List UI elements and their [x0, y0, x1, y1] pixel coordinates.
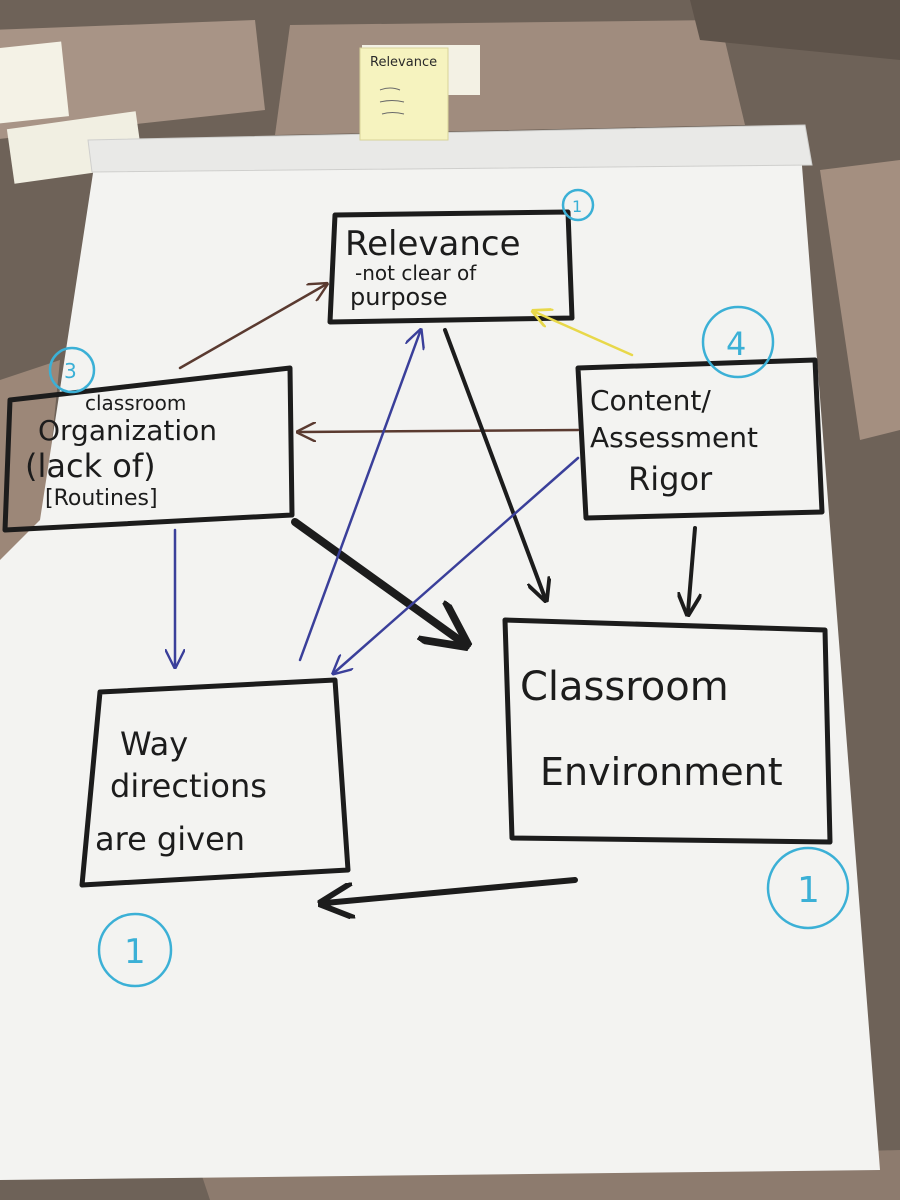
badge-environment: 1 [797, 870, 820, 911]
node-directions-line-1: Way [120, 725, 188, 763]
badges: 1 3 4 1 1 [48, 188, 850, 988]
node-organization-line-3: (lack of) [25, 447, 156, 485]
arrow-organization-to-environment [291, 518, 462, 642]
node-content-line-3: Rigor [628, 460, 713, 498]
node-content-line-1: Content/ [590, 384, 711, 417]
node-relevance: Relevance -not clear of purpose [327, 209, 575, 325]
flipchart-paper [0, 124, 880, 1180]
badge-relevance-circle [561, 188, 595, 222]
arrow-content-to-organization [300, 430, 580, 432]
node-content: Content/ Assessment Rigor [575, 357, 825, 521]
node-organization-line-4: [Routines] [45, 486, 158, 511]
arrow-content-to-relevance [535, 312, 634, 357]
arrow-environment-to-directions [325, 877, 578, 903]
node-directions: Way directions are given [79, 677, 351, 888]
arrow-content-to-environment [688, 526, 695, 612]
node-organization: classroom Organization (lack of) [Routin… [2, 365, 295, 533]
node-organization-line-1: classroom [85, 391, 186, 415]
badge-content: 4 [726, 325, 746, 363]
badge-directions-circle [97, 912, 173, 988]
badge-relevance: 1 [572, 197, 582, 216]
badge-environment-circle [766, 846, 850, 930]
sticky-note-title: Relevance [370, 55, 437, 70]
node-environment-line-2: Environment [540, 750, 783, 794]
arrow-relevance-to-environment [443, 328, 545, 598]
node-relevance-line-2: -not clear of [355, 261, 477, 285]
badge-organization: 3 [64, 359, 77, 383]
node-environment: Classroom Environment [502, 617, 833, 845]
arrow-organization-to-relevance [178, 285, 325, 370]
node-content-line-2: Assessment [590, 421, 758, 454]
arrows [175, 285, 695, 903]
arrow-directions-to-relevance [298, 332, 420, 662]
node-relevance-line-3: purpose [350, 283, 448, 311]
sticky-note: Relevance [359, 47, 449, 141]
badge-organization-circle [48, 346, 96, 394]
node-directions-line-2: directions [110, 767, 267, 805]
badge-directions: 1 [124, 932, 146, 972]
badge-content-circle [701, 305, 775, 379]
node-environment-line-1: Classroom [520, 664, 729, 710]
node-relevance-line-1: Relevance [345, 224, 521, 264]
node-directions-line-3: are given [95, 820, 245, 858]
arrow-content-to-directions [335, 456, 580, 672]
node-organization-line-2: Organization [38, 414, 217, 447]
